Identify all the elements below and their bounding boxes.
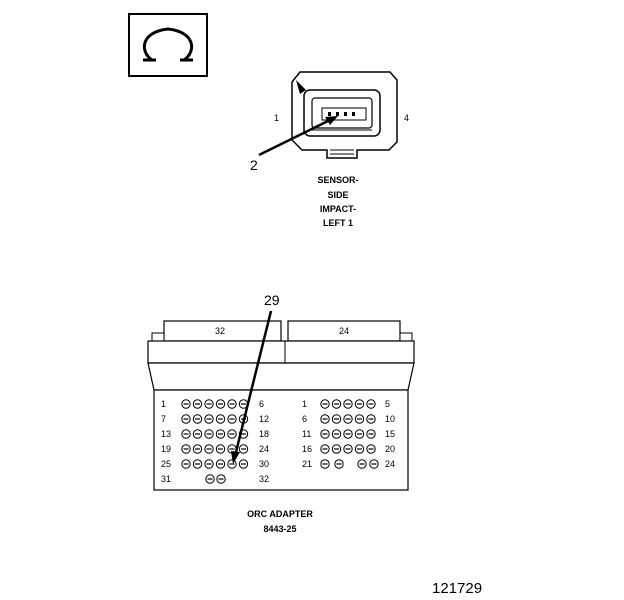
sensor-caption: SENSOR- SIDE IMPACT- LEFT 1: [317, 175, 358, 228]
pin-row-end-label: 20: [385, 444, 395, 454]
pin-socket: [320, 444, 330, 454]
pin-row-end-label: 6: [259, 399, 264, 409]
pin-socket: [343, 399, 353, 409]
pin-socket: [238, 459, 249, 469]
pin-socket: [331, 429, 342, 439]
pin-socket: [215, 459, 226, 469]
pin-row-end-label: 18: [259, 429, 269, 439]
pin-socket: [216, 474, 226, 484]
pin-row-start-label: 21: [302, 459, 312, 469]
pin-socket: [215, 399, 226, 409]
pin-row-start-label: 11: [302, 429, 311, 439]
sensor-pins: [328, 112, 355, 116]
pin-row-start-label: 7: [161, 414, 166, 424]
pin-socket: [181, 414, 191, 424]
pin-socket: [192, 459, 203, 469]
pin-socket: [204, 459, 214, 469]
pin-row-start-label: 19: [161, 444, 171, 454]
pin-socket: [354, 414, 365, 424]
adapter-part-number: 8443-25: [263, 524, 296, 534]
pin-socket: [366, 444, 376, 454]
pin-socket: [366, 399, 376, 409]
pin-socket: [192, 414, 203, 424]
pin-socket: [366, 429, 376, 439]
right-block-label: 24: [339, 326, 349, 336]
pin-row-start-label: 6: [302, 414, 307, 424]
pin-socket: [192, 399, 203, 409]
pin-socket: [354, 399, 365, 409]
pin-socket: [227, 399, 237, 409]
ohm-symbol-box: [128, 13, 208, 77]
pin-row-start-label: 25: [161, 459, 171, 469]
adapter-callout-number: 29: [264, 292, 280, 308]
pin-row-start-label: 1: [161, 399, 166, 409]
sensor-callout-leader: [258, 116, 338, 157]
pin-socket: [181, 459, 191, 469]
pin-row-end-label: 5: [385, 399, 390, 409]
pin-socket: [205, 474, 215, 484]
left-pin-grid: 1 6 7 12 13 18 19 24 25 30 31 32: [161, 399, 269, 484]
pin-socket: [320, 414, 330, 424]
adapter-callout-leader: [231, 310, 273, 464]
pin-socket: [331, 414, 342, 424]
pin-socket: [204, 429, 214, 439]
pin-row-end-label: 24: [385, 459, 395, 469]
pin-socket: [192, 444, 203, 454]
pin-socket: [357, 459, 367, 469]
pin-row-start-label: 13: [161, 429, 171, 439]
sensor-callout-number: 2: [250, 157, 258, 173]
pin-socket: [354, 444, 365, 454]
sensor-caption-line: LEFT 1: [323, 218, 353, 228]
pin-socket: [320, 429, 330, 439]
pin-socket: [227, 429, 237, 439]
pin-socket: [192, 429, 203, 439]
figure-number: 121729: [432, 580, 482, 597]
pin-socket: [204, 444, 214, 454]
pin-socket: [238, 444, 249, 454]
sensor-connector: [291, 71, 398, 159]
pin-row-start-label: 31: [161, 474, 171, 484]
pin-socket: [320, 399, 330, 409]
pin-row-start-label: 1: [302, 399, 307, 409]
pin-socket: [181, 399, 191, 409]
sensor-pin-4-label: 4: [404, 113, 409, 123]
pin-socket: [227, 414, 237, 424]
ohm-icon: [142, 27, 194, 62]
pin-socket: [331, 399, 342, 409]
sensor-pin-1-label: 1: [274, 113, 279, 123]
pin-row-end-label: 15: [385, 429, 395, 439]
pin-socket: [354, 429, 365, 439]
pin-socket: [343, 414, 353, 424]
adapter-caption: ORC ADAPTER: [247, 509, 313, 519]
pin-socket: [181, 444, 191, 454]
pin-socket: [331, 444, 342, 454]
pin-socket: [227, 459, 237, 469]
pin-row-end-label: 24: [259, 444, 269, 454]
pin-socket: [320, 459, 330, 469]
pin-socket: [204, 414, 214, 424]
pin-socket: [215, 429, 226, 439]
sensor-caption-line: IMPACT-: [320, 204, 356, 214]
pin-row-end-label: 10: [385, 414, 395, 424]
orc-adapter-connector: [147, 320, 415, 491]
sensor-caption-line: SIDE: [327, 190, 348, 200]
pin-socket: [181, 429, 191, 439]
pin-socket: [369, 459, 379, 469]
pin-socket: [343, 444, 353, 454]
pin-row-end-label: 12: [259, 414, 269, 424]
pin-row-end-label: 32: [259, 474, 269, 484]
pin-row-end-label: 30: [259, 459, 269, 469]
pin-socket: [204, 399, 214, 409]
pin-socket: [334, 459, 344, 469]
pin-socket: [215, 444, 226, 454]
left-block-label: 32: [215, 326, 225, 336]
pin-socket: [343, 429, 353, 439]
pin-socket: [366, 414, 376, 424]
pin-row-start-label: 16: [302, 444, 312, 454]
pin-socket: [215, 414, 226, 424]
sensor-caption-line: SENSOR-: [317, 175, 358, 185]
